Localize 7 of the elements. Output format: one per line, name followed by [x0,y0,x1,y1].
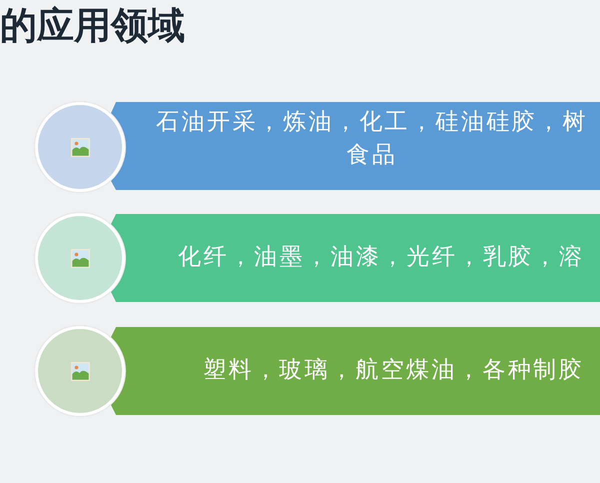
application-text: 化纤，油墨，油漆，光纤，乳胶，溶 [178,243,584,272]
application-text: 塑料，玻璃，航空煤油，各种制胶 [203,356,584,385]
ribbon-band [111,327,600,415]
application-text: 石油开采，炼油，化工，硅油硅胶，树食品 [155,108,589,170]
ribbon-band [111,214,600,302]
slide-title: 的应用领域 [0,4,185,48]
ribbon-band [111,102,600,190]
